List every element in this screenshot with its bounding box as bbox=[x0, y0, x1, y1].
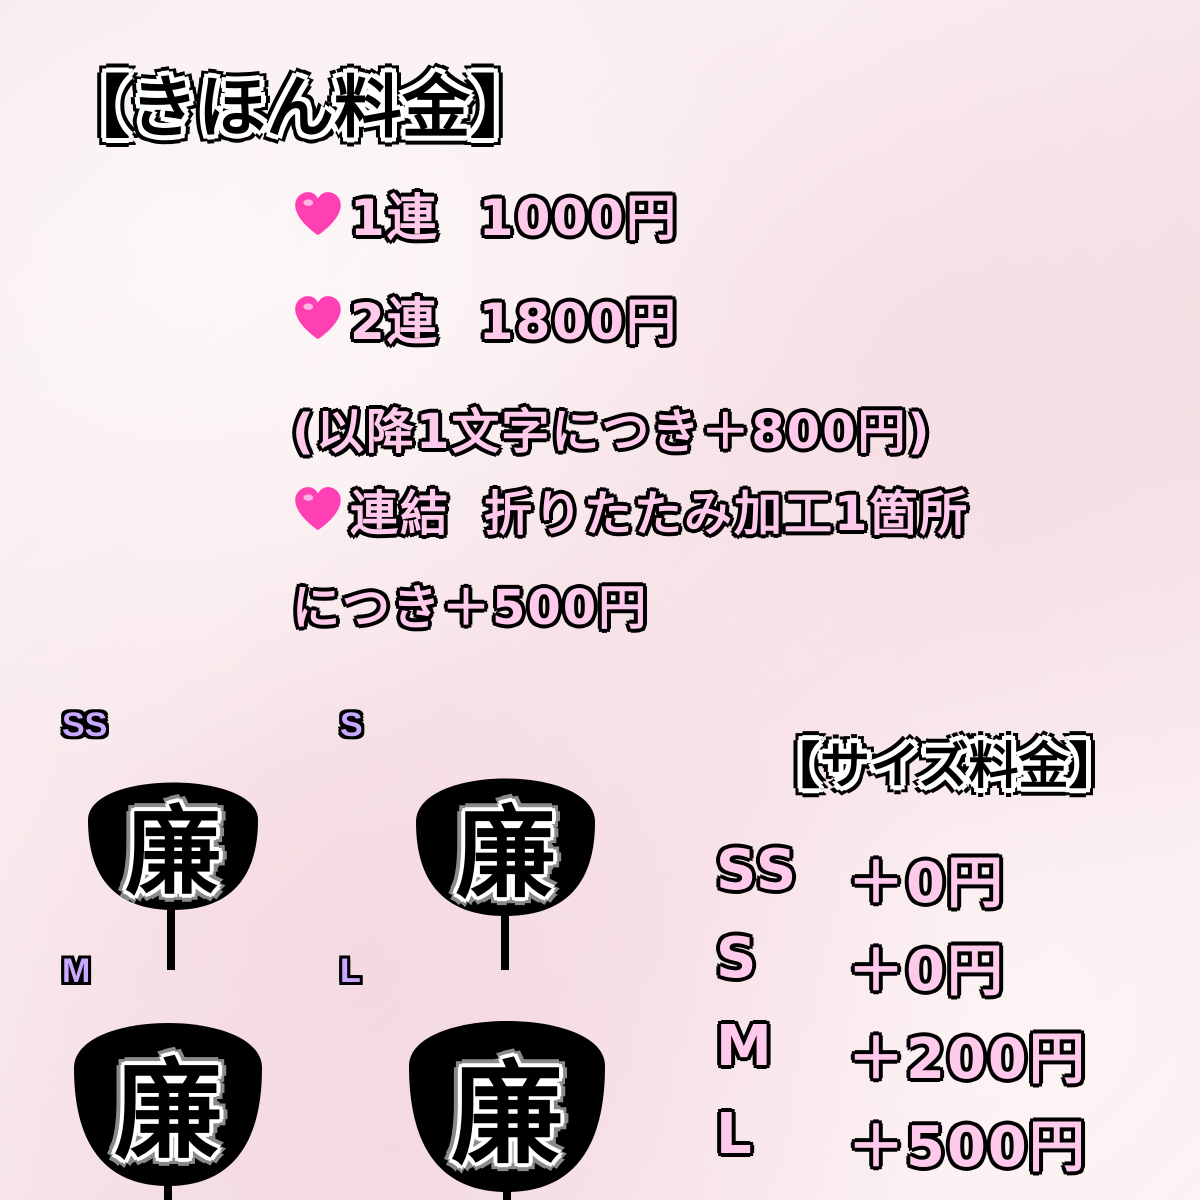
fan-m: 廉 bbox=[68, 1008, 268, 1200]
price-line-2: 2連 1800円 bbox=[292, 282, 678, 354]
price-item-label: 2連 bbox=[350, 293, 439, 351]
link-continuation: につき＋500円 bbox=[292, 580, 649, 636]
fan-character: 廉 bbox=[125, 795, 221, 908]
size-row-m-price: ＋200円 bbox=[848, 1027, 1087, 1092]
link-text: 折りたたみ加工1箇所 bbox=[484, 486, 970, 542]
heart-icon bbox=[295, 487, 341, 531]
fan-s: 廉 bbox=[408, 756, 603, 970]
basic-price-title: 【きほん料金】 bbox=[62, 69, 539, 148]
heart-icon bbox=[295, 192, 341, 236]
price-item-label: 1連 bbox=[350, 189, 439, 247]
fan-ss: 廉 bbox=[78, 760, 268, 970]
fan-l-shape bbox=[409, 1021, 605, 1200]
size-price-title: 【サイズ料金】 bbox=[770, 737, 1119, 795]
fan-m-shape bbox=[74, 1023, 262, 1200]
size-row-l-size: L bbox=[716, 1102, 754, 1167]
additional-note: (以降1文字につき＋800円) bbox=[292, 404, 932, 460]
fan-label-m: M bbox=[62, 952, 91, 990]
heart-icon bbox=[295, 296, 341, 340]
fan-s-shape bbox=[416, 778, 595, 970]
fan-label-ss: SS bbox=[62, 706, 108, 744]
size-row-m-size: M bbox=[716, 1014, 774, 1079]
fan-l: 廉 bbox=[404, 1008, 610, 1200]
size-row-s-size: S bbox=[716, 926, 759, 991]
size-row-ss-price: ＋0円 bbox=[848, 851, 1005, 916]
size-row-s-price: ＋0円 bbox=[848, 939, 1005, 1004]
fan-label-s: S bbox=[340, 706, 363, 744]
price-line-1: 1連 1000円 bbox=[292, 178, 678, 250]
fan-ss-shape bbox=[88, 782, 258, 970]
size-row-l-price: ＋500円 bbox=[848, 1115, 1087, 1180]
fan-character: 廉 bbox=[455, 794, 556, 912]
fan-character: 廉 bbox=[113, 1048, 222, 1174]
price-item-value: 1000円 bbox=[478, 189, 678, 247]
size-row-ss-size: SS bbox=[716, 838, 799, 903]
link-label: 連結 bbox=[350, 486, 451, 542]
link-line: 連結 折りたたみ加工1箇所 bbox=[292, 474, 969, 544]
fan-label-l: L bbox=[340, 952, 361, 990]
price-item-value: 1800円 bbox=[478, 293, 678, 351]
fan-character: 廉 bbox=[451, 1049, 563, 1180]
